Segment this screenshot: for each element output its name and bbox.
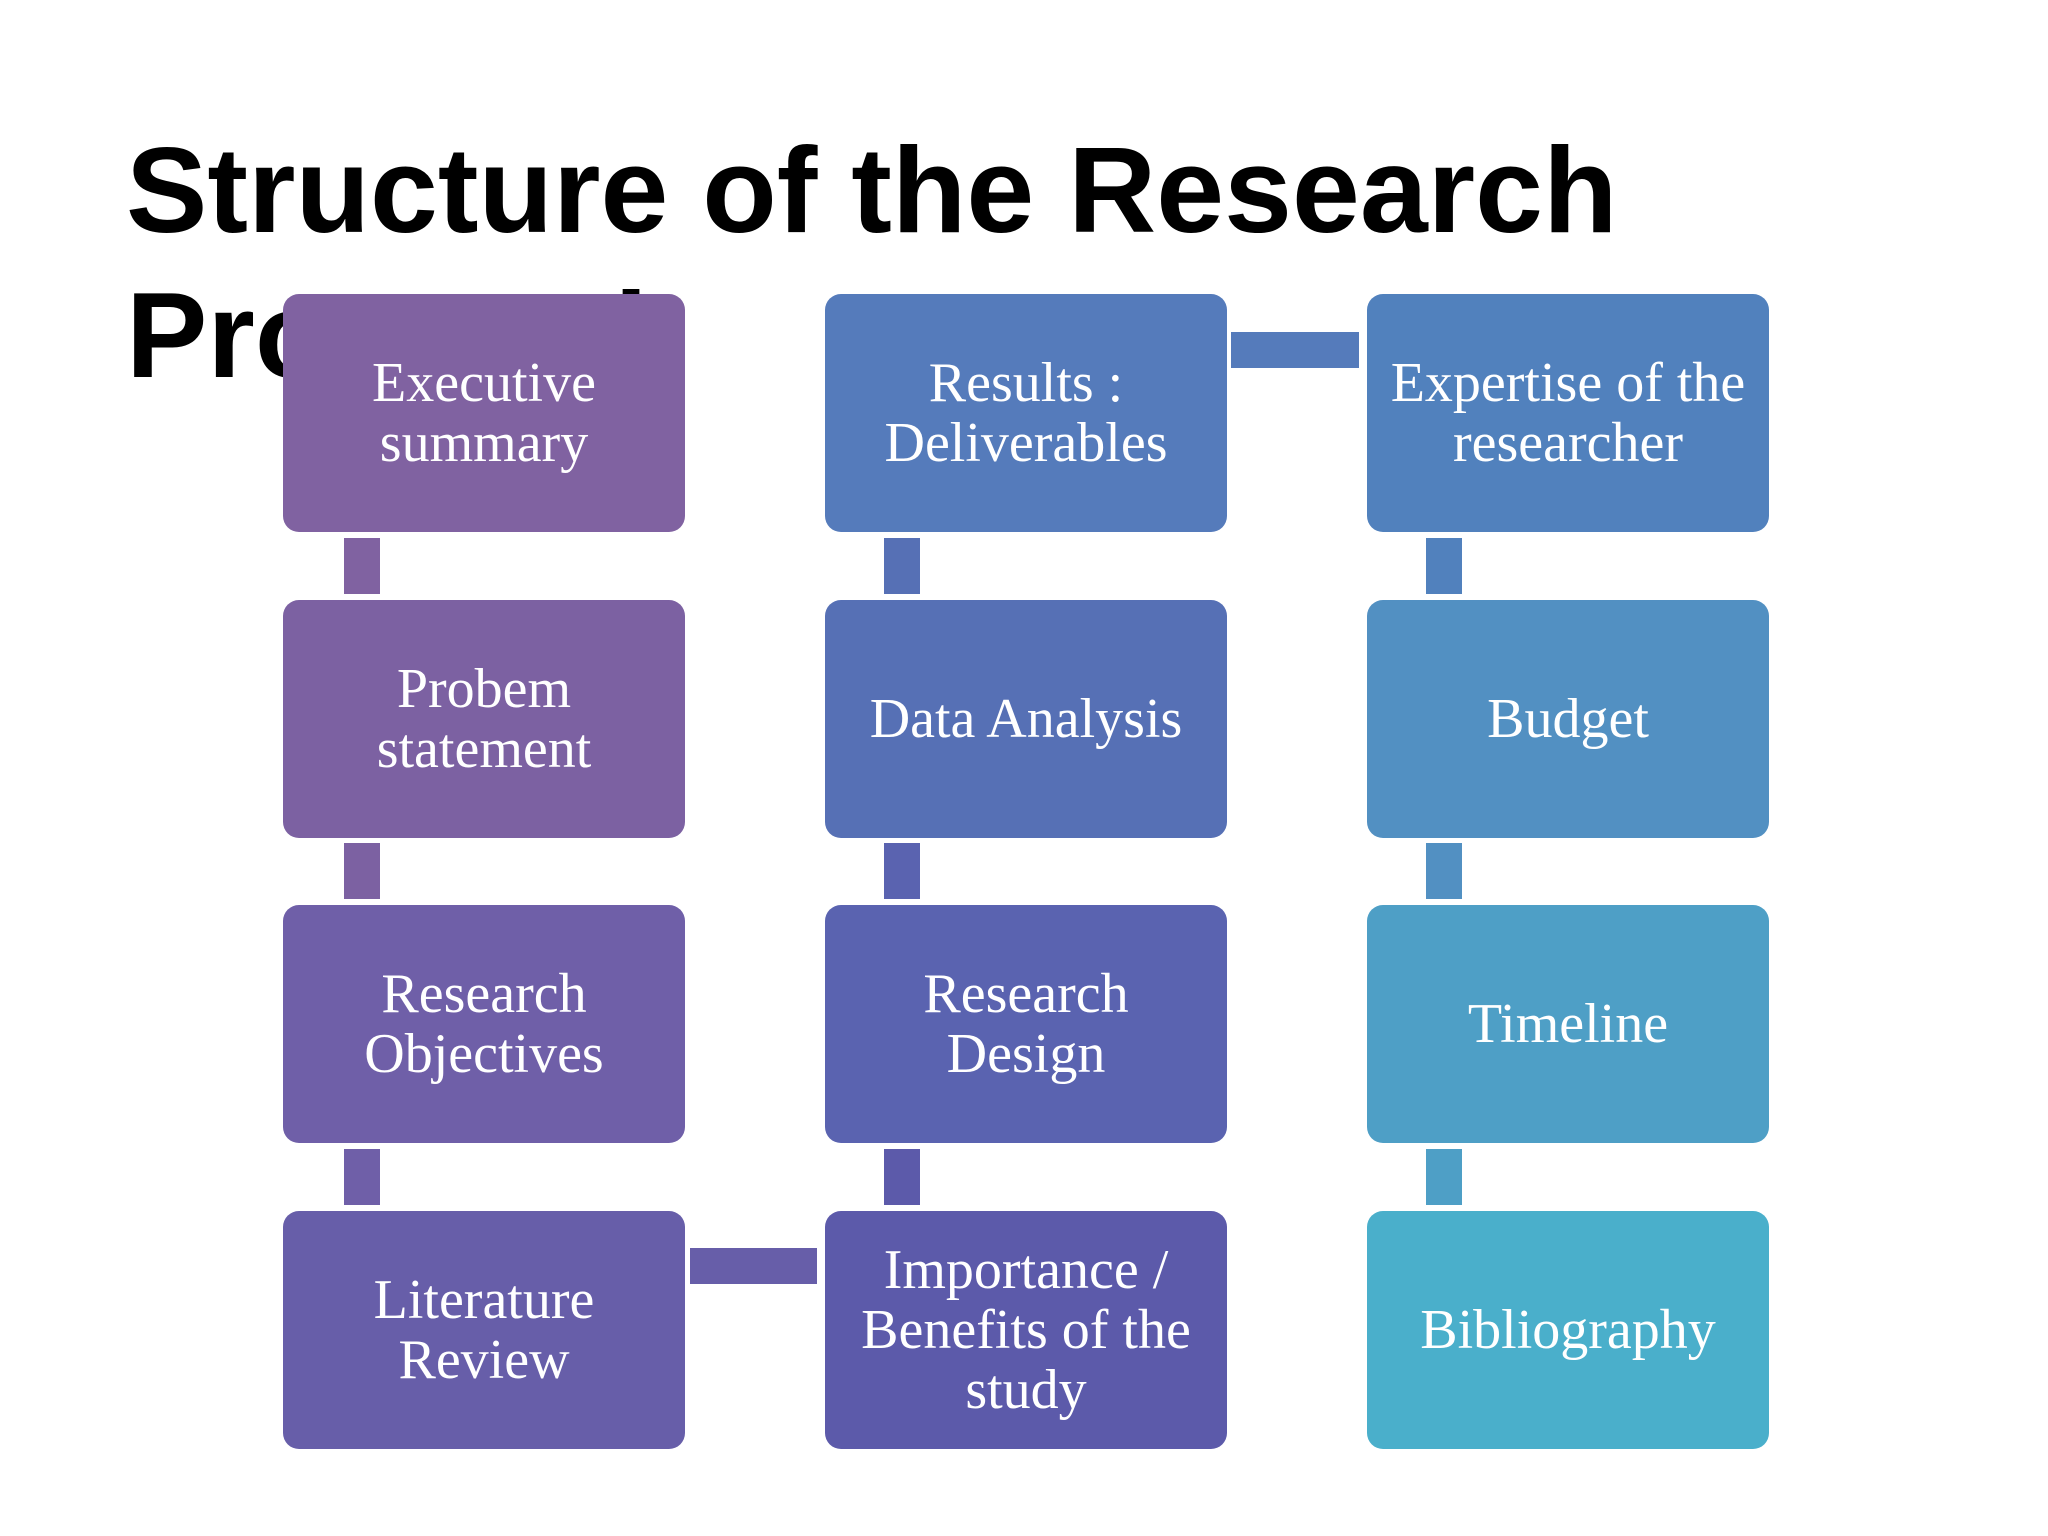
box-label: Research Design [923,963,1129,1085]
box-label: Research Objectives [364,963,604,1085]
box-label: Literature Review [373,1269,595,1391]
connector-importance-to-design [884,1149,920,1205]
box-budget: Budget [1367,600,1769,838]
box-label: Probem statement [376,658,592,780]
box-literature-review: Literature Review [283,1211,685,1449]
box-expertise: Expertise of the researcher [1367,294,1769,532]
box-label: Executive summary [372,352,596,474]
box-label: Importance / Benefits of the study [861,1239,1191,1421]
connector-results-to-expertise [1231,332,1359,368]
box-results-deliverables: Results : Deliverables [825,294,1227,532]
box-bibliography: Bibliography [1367,1211,1769,1449]
box-importance-benefits: Importance / Benefits of the study [825,1211,1227,1449]
connector-timeline-to-bibliography [1426,1149,1462,1205]
connector-problem-to-objectives [344,843,380,899]
box-research-design: Research Design [825,905,1227,1143]
box-label: Data Analysis [869,688,1183,750]
box-data-analysis: Data Analysis [825,600,1227,838]
box-problem-statement: Probem statement [283,600,685,838]
connector-literature-to-importance [690,1248,817,1284]
connector-exec-to-problem [344,538,380,594]
box-label: Timeline [1467,993,1669,1055]
connector-design-to-analysis [884,843,920,899]
connector-budget-to-timeline [1426,843,1462,899]
box-research-objectives: Research Objectives [283,905,685,1143]
box-label: Bibliography [1420,1299,1716,1361]
box-label: Budget [1487,688,1649,750]
box-timeline: Timeline [1367,905,1769,1143]
box-label: Expertise of the researcher [1390,352,1746,474]
connector-analysis-to-results [884,538,920,594]
box-label: Results : Deliverables [884,352,1168,474]
connector-objectives-to-literature [344,1149,380,1205]
connector-expertise-to-budget [1426,538,1462,594]
box-executive-summary: Executive summary [283,294,685,532]
